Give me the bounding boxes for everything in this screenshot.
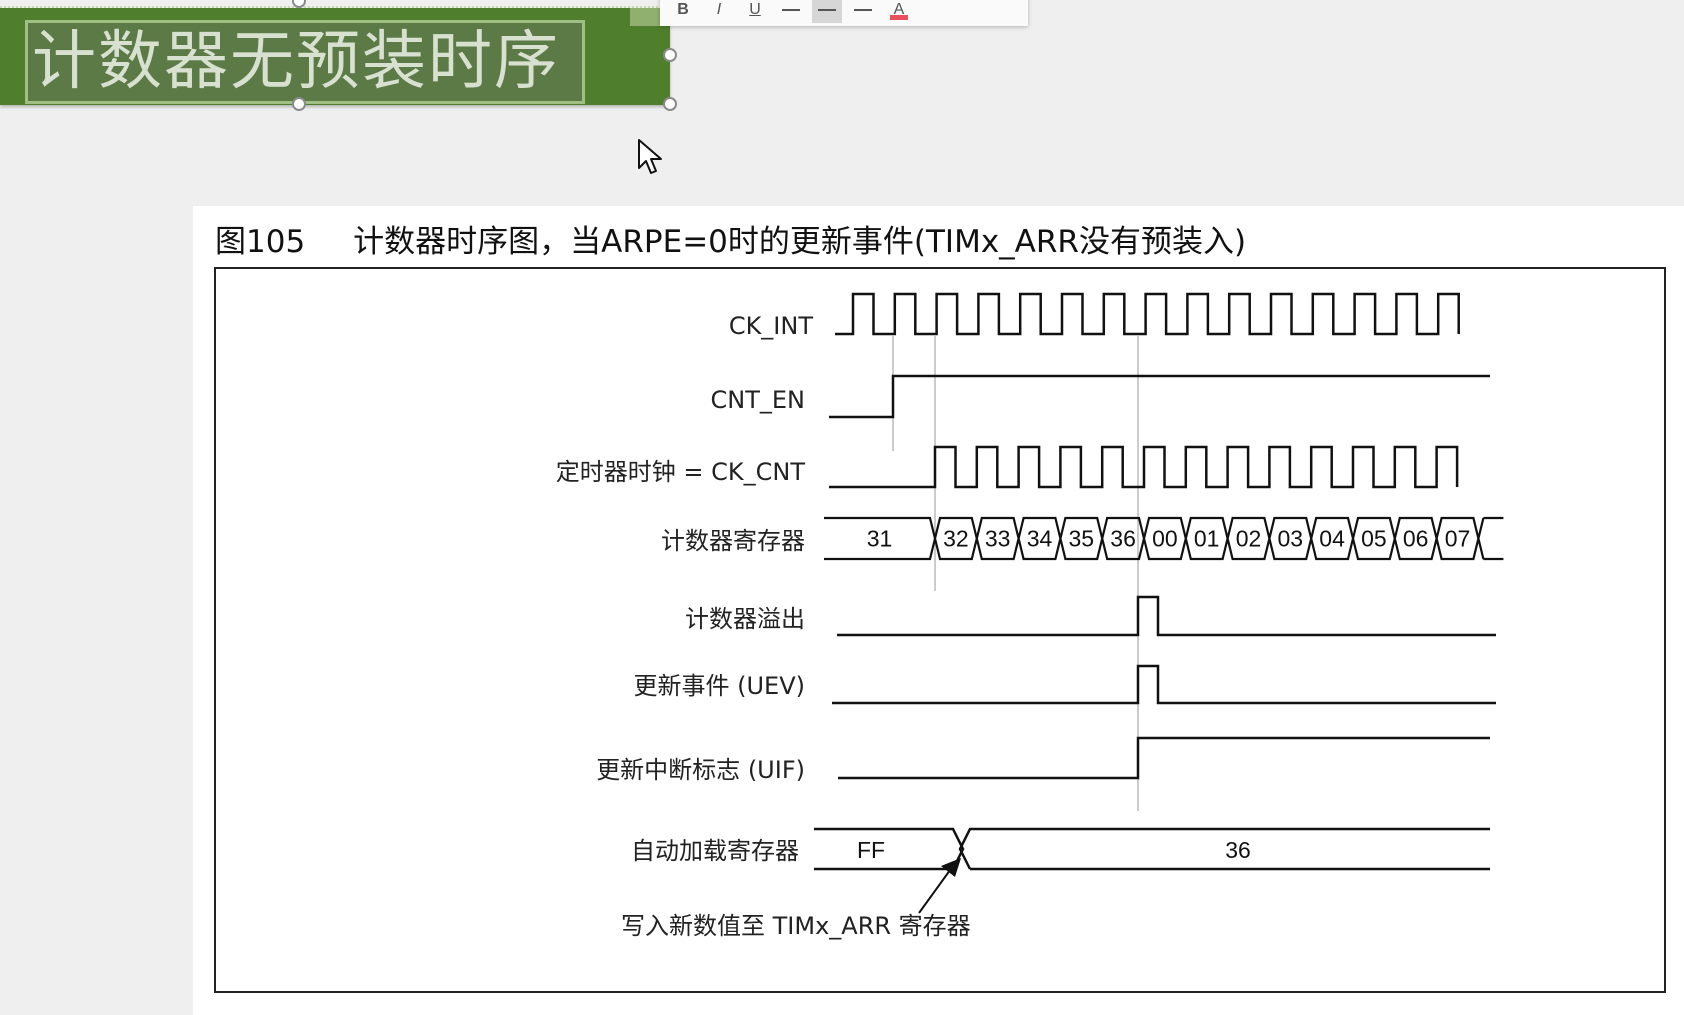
slide-title: 计数器无预装时序 (32, 25, 560, 99)
label-ck-int: CK_INT (729, 312, 814, 340)
annotation-arrow-line (918, 865, 954, 914)
resize-handle-top[interactable] (292, 0, 306, 8)
label-ck-cnt: 定时器时钟 = CK_CNT (556, 458, 806, 486)
timing-figure: 图105 计数器时序图，当ARPE=0时的更新事件(TIMx_ARR没有预装入)… (193, 206, 1684, 1015)
italic-button[interactable]: I (704, 0, 734, 23)
align-center-icon (818, 9, 836, 11)
diagram-frame (214, 267, 1666, 993)
cnt-en-waveform (829, 374, 1490, 419)
counter-value: 34 (1027, 526, 1053, 552)
overflow-waveform (837, 595, 1496, 637)
counter-value: 33 (985, 526, 1011, 552)
underline-icon: U (749, 1, 761, 18)
font-color-swatch (890, 15, 908, 20)
slide-title-textbox[interactable]: 计数器无预装时序 (25, 20, 585, 104)
counter-value: 00 (1152, 526, 1178, 552)
label-update-interrupt-flag: 更新中断标志 (UIF) (596, 756, 805, 784)
counter-value: 03 (1278, 526, 1304, 552)
counter-value: 06 (1403, 526, 1429, 552)
arr-bus-ff (814, 827, 965, 871)
counter-value: 32 (943, 526, 969, 552)
counter-value: 36 (1110, 526, 1136, 552)
mouse-cursor-icon (638, 139, 662, 174)
resize-handle-right[interactable] (663, 48, 677, 62)
arrow-head-icon (941, 858, 961, 877)
counter-value: 31 (867, 526, 893, 552)
annotation-write-arr: 写入新数值至 TIMx_ARR 寄存器 (621, 912, 971, 940)
label-update-event: 更新事件 (UEV) (633, 672, 805, 700)
counter-value: 05 (1361, 526, 1387, 552)
figure-number: 图105 (215, 224, 306, 260)
counter-register-bus: 31 32 33 34 35 36 00 01 02 03 04 05 06 07 (824, 516, 1504, 561)
resize-handle-bottom-right[interactable] (663, 97, 677, 111)
underline-button[interactable]: U (740, 0, 770, 23)
uif-waveform (838, 736, 1490, 780)
counter-value: 04 (1319, 526, 1345, 552)
resize-handle-bottom[interactable] (292, 97, 306, 111)
mini-format-toolbar: B I U A (660, 0, 1028, 26)
counter-value: 01 (1194, 526, 1220, 552)
label-counter-overflow: 计数器溢出 (685, 605, 805, 633)
italic-icon: I (716, 1, 722, 18)
arr-bus-36 (958, 827, 1490, 871)
uev-waveform (832, 664, 1496, 705)
arr-value-new: 36 (1225, 837, 1251, 863)
font-color-icon: A (893, 1, 905, 18)
bold-icon: B (677, 1, 689, 18)
bold-button[interactable]: B (668, 0, 698, 23)
align-right-button[interactable] (848, 0, 878, 23)
label-cnt-en: CNT_EN (711, 386, 806, 414)
align-center-button[interactable] (812, 0, 842, 23)
align-left-button[interactable] (776, 0, 806, 23)
align-right-icon (854, 9, 872, 11)
guide-lines (892, 336, 1139, 811)
font-color-button[interactable]: A (884, 0, 914, 23)
align-left-icon (782, 9, 800, 11)
selection-border (0, 6, 670, 8)
figure-title: 计数器时序图，当ARPE=0时的更新事件(TIMx_ARR没有预装入) (353, 224, 1247, 260)
label-counter-register: 计数器寄存器 (661, 527, 805, 555)
arr-value-old: FF (857, 837, 885, 863)
counter-value: 35 (1069, 526, 1095, 552)
counter-value: 07 (1445, 526, 1471, 552)
counter-value: 02 (1236, 526, 1262, 552)
slide-title-shape[interactable]: 计数器无预装时序 (0, 6, 670, 105)
ck-int-waveform (835, 292, 1460, 336)
figure-caption: 图105 计数器时序图，当ARPE=0时的更新事件(TIMx_ARR没有预装入) (215, 216, 1246, 261)
label-auto-reload-register: 自动加载寄存器 (631, 837, 799, 865)
ck-cnt-waveform (829, 445, 1459, 489)
timing-diagram: CK_INT CNT_EN 定时器时钟 = CK_CNT 计数器寄存器 计数器溢… (214, 267, 1666, 993)
